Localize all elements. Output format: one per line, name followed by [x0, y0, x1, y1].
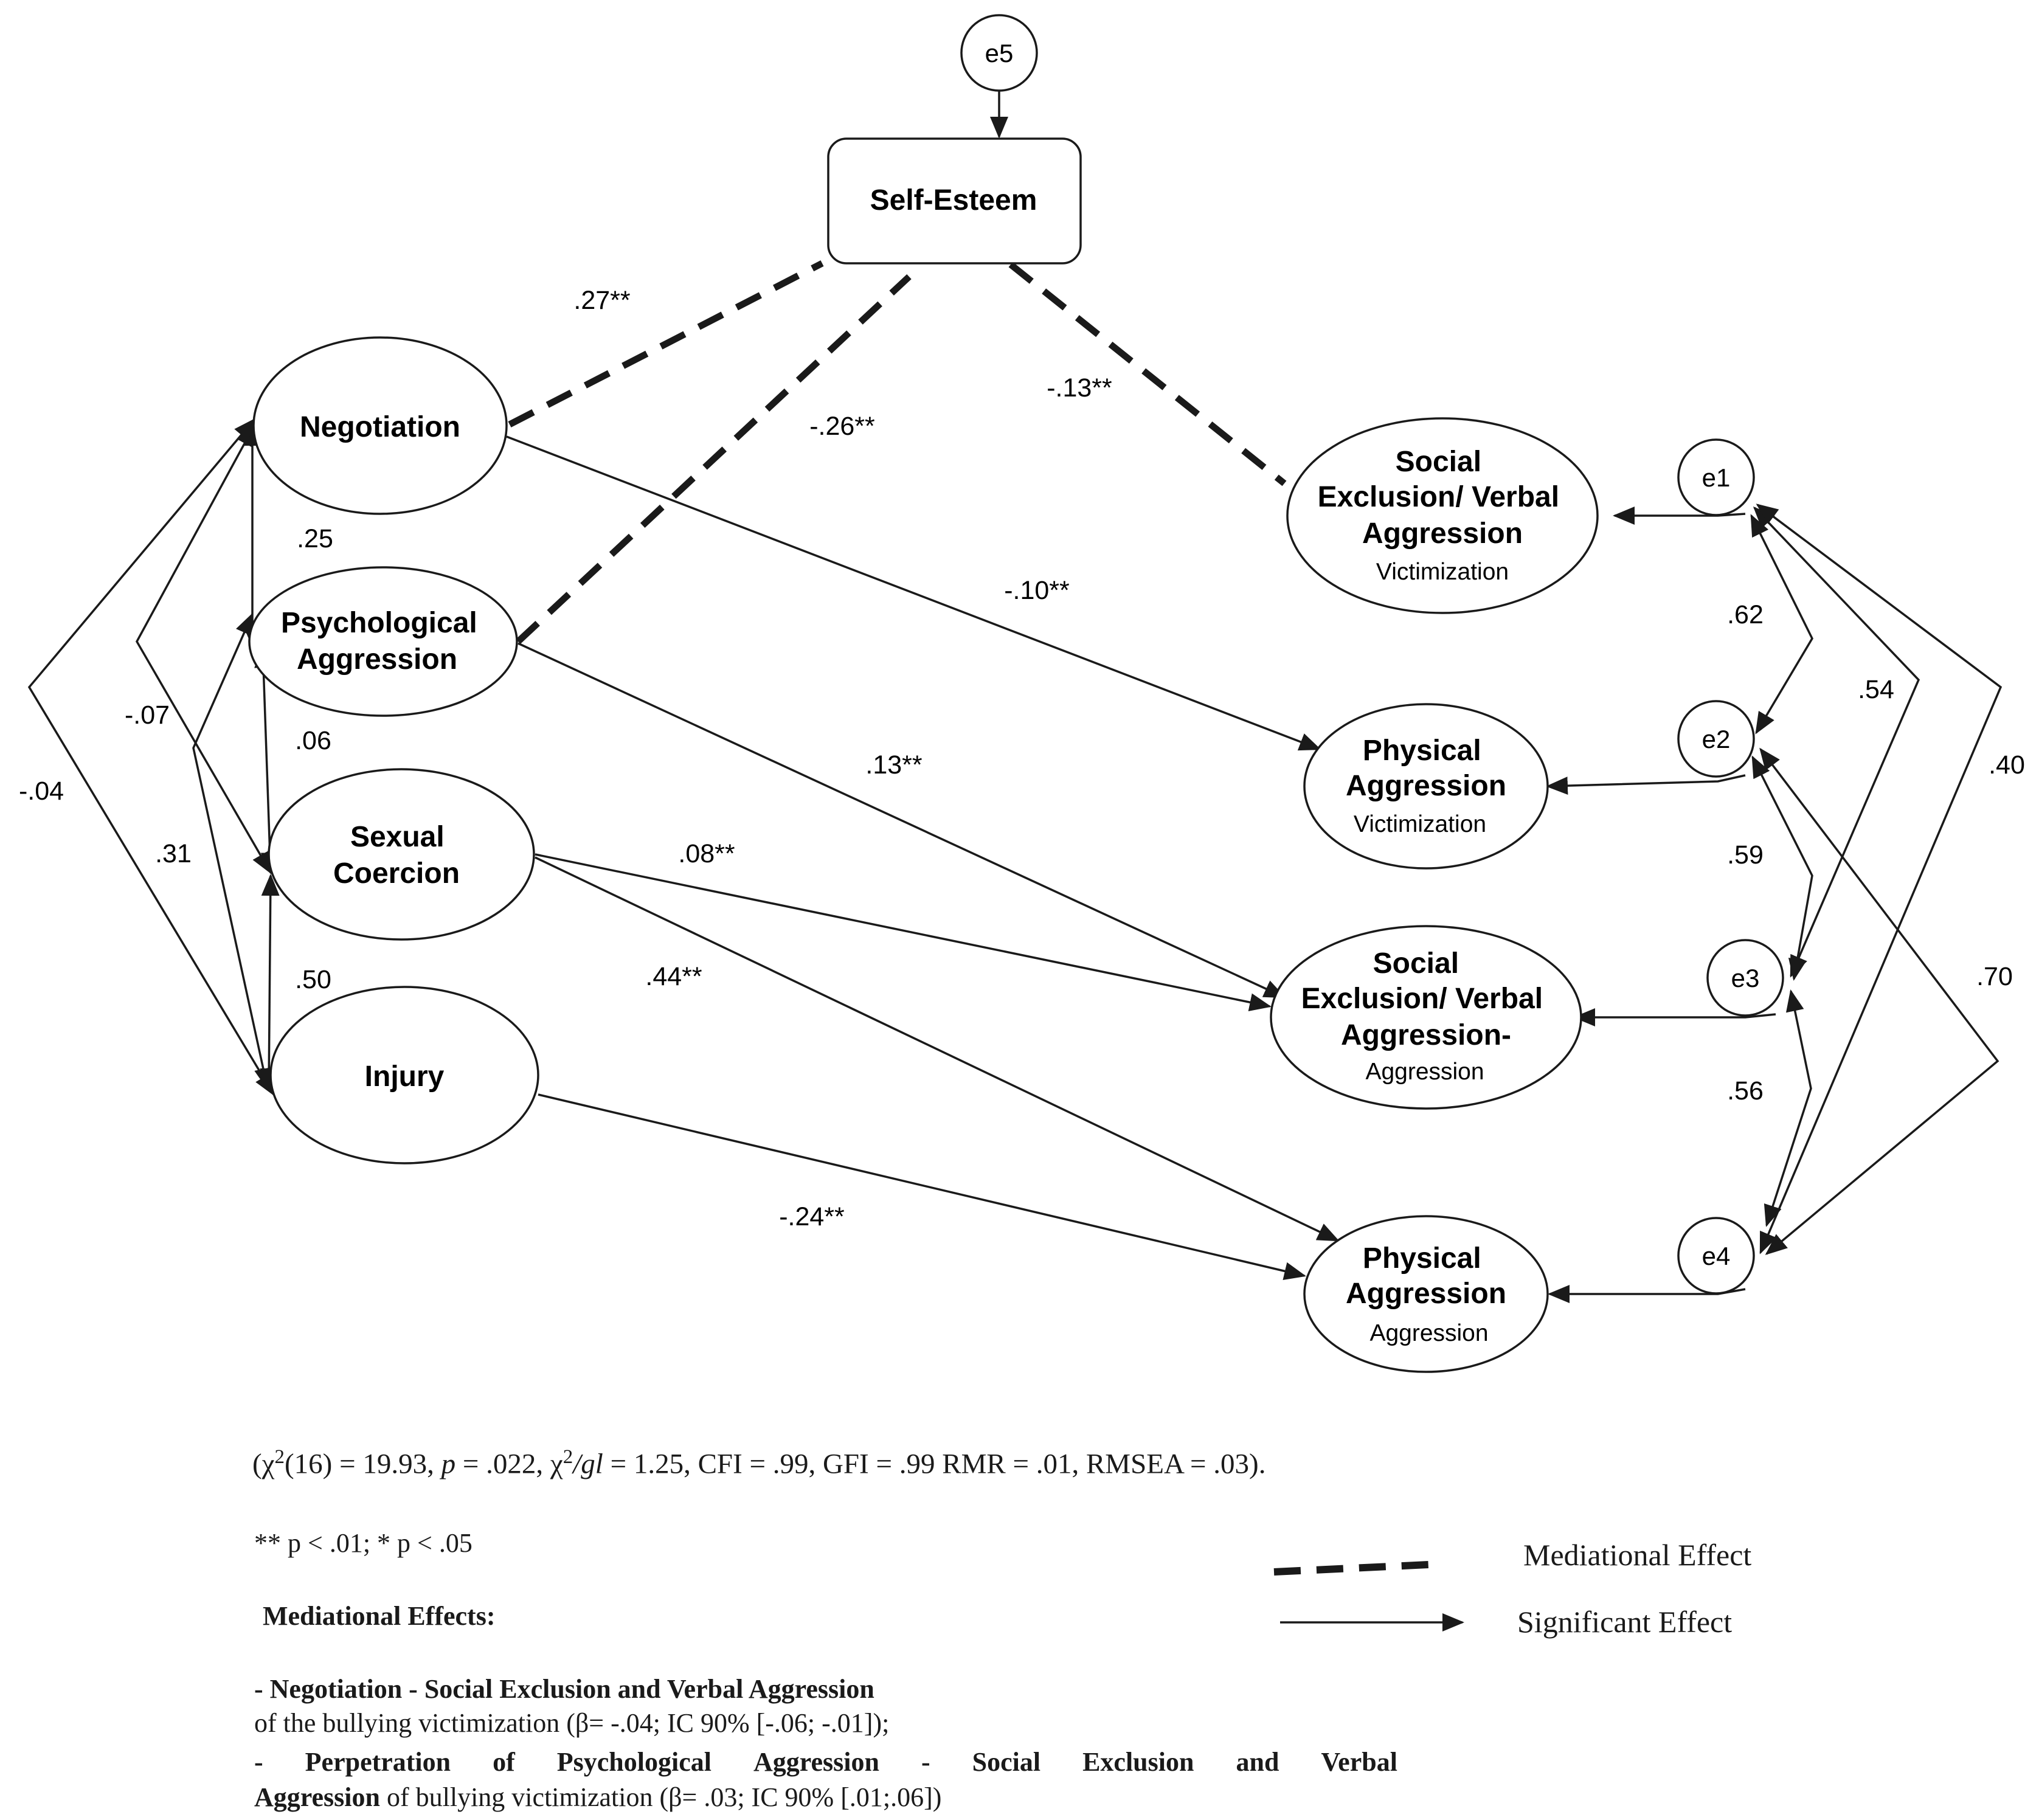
covariance-label-e1-e4: .40 [1989, 750, 2025, 780]
social-exclusion-aggression-ellipse [1270, 925, 1582, 1110]
physical-aggression-victimization-label: Physical Aggression [1346, 735, 1506, 802]
error-e1-label: e1 [1702, 463, 1731, 492]
covariance-sexual-coercion-injury [260, 874, 280, 1090]
covariance-e3-e4 [1764, 989, 1812, 1227]
self-esteem-box [827, 137, 1082, 265]
dashed-path-negotiation-self-esteem [508, 260, 824, 427]
coefficient-psychological-aggression-self-esteem: -.26** [809, 412, 875, 441]
legend-dashed-line [1273, 1560, 1442, 1576]
covariance-psychological-aggression-injury [192, 612, 272, 1090]
social-exclusion-aggression-sublabel: Aggression [1365, 1059, 1484, 1085]
error-e2-circle [1677, 700, 1755, 778]
coefficient-psychological-aggression-social-exclusion-aggression: .13** [865, 750, 923, 780]
physical-aggression-aggression-sublabel: Aggression [1369, 1320, 1488, 1346]
coefficient-negotiation-self-esteem: .27** [573, 286, 631, 315]
sexual-coercion-ellipse [268, 768, 535, 941]
coefficient-sexual-coercion-social-exclusion-aggression: .08** [678, 839, 735, 868]
error-e5-circle [960, 14, 1038, 92]
error-e3-circle [1706, 939, 1784, 1017]
mediational-item-2-detail: Aggression of bullying victimization (β=… [254, 1782, 942, 1812]
error-e4-label: e4 [1702, 1242, 1731, 1270]
social-exclusion-victimization-label: Social Exclusion/ Verbal Aggression [1318, 446, 1568, 550]
psychological-aggression-label: Psychological Aggression [281, 607, 485, 676]
covariance-label-negotiation-injury: -.04 [19, 777, 64, 806]
error-e4-circle [1677, 1217, 1755, 1295]
covariance-e2-e4 [1759, 747, 1999, 1255]
arrow-sexual-coercion-physical-aggression-aggression [535, 856, 1340, 1242]
arrow-injury-physical-aggression-aggression [538, 1093, 1306, 1281]
error-e1-circle [1677, 438, 1755, 516]
legend-mediational-label: Mediational Effect [1523, 1538, 1752, 1572]
coefficient-negotiation-physical-aggression-victimization: -.10** [1004, 576, 1070, 605]
covariance-label-e2-e4: .70 [1976, 962, 2013, 991]
coefficient-injury-physical-aggression-aggression: -.24** [779, 1202, 845, 1231]
physical-aggression-victimization-ellipse [1303, 703, 1549, 870]
social-exclusion-victimization-ellipse [1286, 417, 1599, 614]
arrow-e2-physical-aggression-victimization [1546, 774, 1746, 795]
mediational-heading: Mediational Effects: [263, 1601, 496, 1631]
covariance-negotiation-sexual-coercion [135, 424, 272, 874]
covariance-label-negotiation-sexual-coercion: -.07 [125, 701, 170, 730]
sexual-coercion-label: Sexual Coercion [333, 821, 460, 890]
covariance-label-sexual-coercion-injury: .50 [295, 965, 331, 994]
injury-label: Injury [365, 1061, 445, 1093]
covariance-label-e1-e3: .54 [1858, 675, 1894, 704]
covariance-e1-e4 [1756, 503, 2003, 1254]
dashed-path-psychological-aggression-self-esteem [516, 274, 912, 645]
arrow-sexual-coercion-social-exclusion-aggression [535, 853, 1272, 1012]
covariance-label-psychological-aggression-sexual-coercion: .06 [295, 726, 331, 755]
mediational-item-1-detail: of the bullying victimization (β= -.04; … [254, 1708, 890, 1738]
physical-aggression-aggression-ellipse [1303, 1215, 1549, 1373]
negotiation-label: Negotiation [300, 411, 460, 443]
error-e5-label: e5 [985, 39, 1014, 67]
mediational-item-1-title: - Negotiation - Social Exclusion and Ver… [254, 1674, 874, 1704]
model-fit-statistics: (χ2(16) = 19.93, p = .022, χ2/gl = 1.25,… [252, 1446, 1266, 1480]
covariance-label-psychological-aggression-injury: .31 [155, 839, 192, 868]
error-e2-label: e2 [1702, 725, 1731, 753]
mediational-item-2-title: - Perpetration of Psychological Aggressi… [254, 1747, 1397, 1777]
social-exclusion-victimization-sublabel: Victimization [1376, 559, 1509, 585]
covariance-label-negotiation-psychological-aggression: .25 [297, 524, 333, 553]
coefficient-self-esteem-social-exclusion-victimization: -.13** [1047, 373, 1112, 403]
arrow-psychological-aggression-social-exclusion-aggression [518, 642, 1286, 998]
covariance-negotiation-injury [27, 418, 275, 1096]
legend-significant-label: Significant Effect [1517, 1605, 1733, 1639]
covariance-label-e1-e2: .62 [1727, 600, 1764, 629]
physical-aggression-victimization-sublabel: Victimization [1354, 811, 1486, 837]
negotiation-ellipse [252, 336, 508, 515]
dashed-path-self-esteem-social-exclusion-victimization [1008, 261, 1287, 486]
covariance-label-e3-e4: .56 [1727, 1076, 1764, 1105]
physical-aggression-aggression-label: Physical Aggression [1346, 1242, 1506, 1310]
injury-ellipse [269, 986, 539, 1164]
psychological-aggression-ellipse [248, 566, 518, 717]
social-exclusion-aggression-label: Social Exclusion/ Verbal Aggression- [1301, 947, 1551, 1051]
self-esteem-label: Self-Esteem [870, 184, 1037, 216]
covariance-label-e2-e3: .59 [1727, 840, 1764, 870]
significance-note: ** p < .01; * p < .05 [254, 1528, 473, 1558]
error-e3-label: e3 [1731, 964, 1760, 992]
coefficient-sexual-coercion-physical-aggression-aggression: .44** [645, 962, 702, 991]
arrow-negotiation-physical-aggression-victimization [506, 435, 1321, 751]
covariance-e1-e3 [1753, 506, 1920, 978]
